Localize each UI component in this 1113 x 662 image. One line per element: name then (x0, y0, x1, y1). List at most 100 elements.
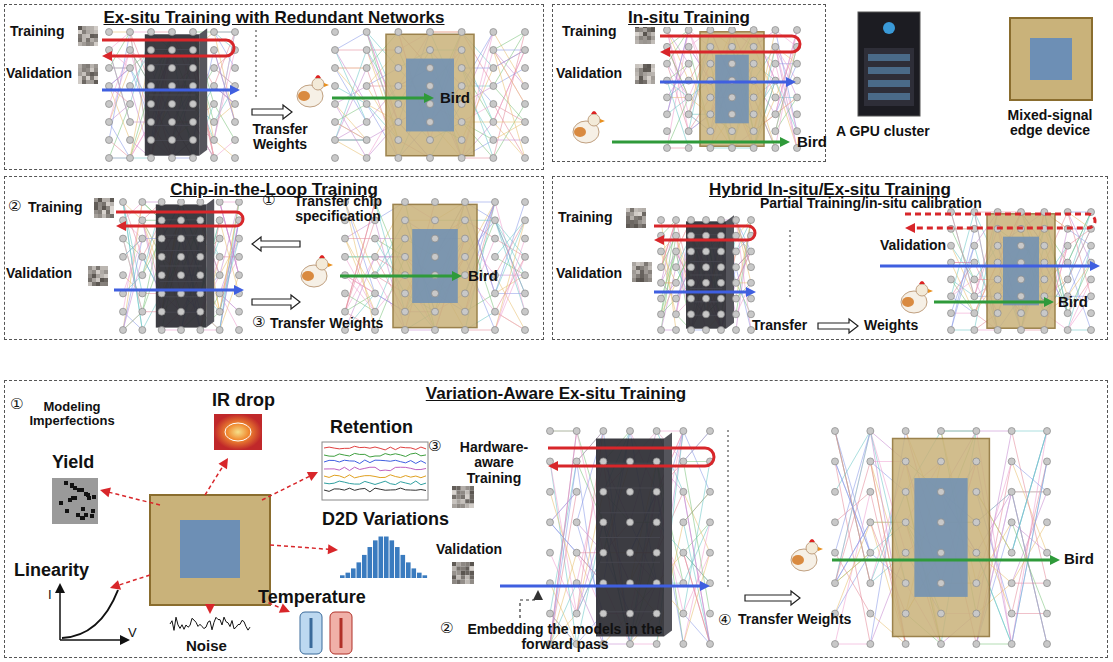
divider (256, 30, 257, 100)
bar (340, 575, 345, 578)
pixel (86, 72, 90, 76)
arrowhead (102, 51, 112, 61)
synapse-line (550, 431, 577, 644)
neuron (402, 327, 409, 334)
neuron (363, 65, 370, 72)
neuron (1064, 276, 1071, 283)
pixel (78, 64, 82, 68)
neuron (707, 27, 714, 34)
retention-trace (324, 453, 426, 457)
neuron (718, 311, 725, 318)
synapse-line (430, 32, 462, 33)
synapse-line (109, 50, 130, 68)
pixel (78, 80, 82, 84)
neuron (395, 47, 402, 54)
synapse-line (495, 202, 525, 293)
neuron (707, 145, 714, 152)
synapse-line (495, 202, 525, 312)
image-thumbnail (78, 26, 98, 46)
synapse-line (495, 220, 525, 311)
arrowhead (1090, 261, 1100, 271)
synapse-line (657, 431, 684, 432)
neuron (794, 111, 801, 118)
pixel (644, 270, 648, 274)
arrow (205, 604, 215, 614)
pixel (638, 208, 642, 212)
neuron (522, 137, 529, 144)
neuron (462, 199, 469, 206)
synapse-line (123, 202, 142, 293)
pixel (651, 32, 655, 36)
pixel (470, 490, 474, 494)
pixel (86, 68, 90, 72)
pixel (461, 575, 465, 579)
synapse-line (335, 140, 367, 141)
neuron (148, 119, 155, 126)
synapse-line (493, 32, 525, 50)
neuron (427, 119, 434, 126)
pixel (82, 42, 86, 46)
loop-line (905, 214, 1095, 228)
bar (406, 562, 411, 578)
neuron (236, 308, 243, 315)
neuron (427, 101, 434, 108)
pixel (456, 495, 460, 499)
pixel (456, 575, 460, 579)
neuron (522, 119, 529, 126)
pixel (94, 30, 98, 34)
chip-die (715, 55, 749, 124)
synapse-line (123, 239, 142, 330)
neuron (158, 235, 165, 242)
synapse-line (1068, 229, 1091, 280)
pixel (92, 270, 96, 274)
bar (373, 540, 378, 578)
pixel (470, 486, 474, 490)
pixel (642, 224, 646, 228)
synapse-line (493, 50, 525, 104)
synapse-line (550, 522, 577, 552)
chip-die (1003, 237, 1039, 306)
synapse-line (775, 64, 797, 148)
pixel (106, 198, 110, 202)
pixel (465, 495, 469, 499)
pixel (98, 198, 102, 202)
training-loop (102, 40, 234, 61)
training-loop (654, 226, 755, 245)
arrowhead (100, 488, 111, 498)
pixel (639, 72, 643, 76)
image-thumbnail (78, 64, 98, 84)
neuron (197, 272, 204, 279)
pixel (102, 202, 106, 206)
pixel (94, 64, 98, 68)
pixel (465, 499, 469, 503)
synapse-line (493, 50, 525, 122)
neuron (190, 83, 197, 90)
neuron (363, 29, 370, 36)
pixel (104, 278, 108, 282)
neuron (680, 641, 687, 648)
neuron (794, 60, 801, 67)
neuron (1041, 242, 1048, 249)
pixel (651, 72, 655, 76)
neuron (342, 235, 349, 242)
gpu-slot (149, 110, 195, 111)
synapse-line (495, 257, 525, 275)
arrow (205, 458, 228, 495)
pixel (626, 216, 630, 220)
wing (902, 297, 914, 307)
pixel (643, 80, 647, 84)
loop-line (654, 226, 755, 240)
neuron (148, 137, 155, 144)
neuron (342, 253, 349, 260)
synapse-line (335, 50, 367, 104)
neuron (332, 155, 339, 162)
pixel (86, 76, 90, 80)
neuron (211, 65, 218, 72)
neuron (372, 290, 379, 297)
neuron (106, 155, 113, 162)
thermometers (300, 612, 352, 654)
neuron (1064, 310, 1071, 317)
beak (324, 83, 329, 87)
pixel (461, 571, 465, 575)
pixel (86, 64, 90, 68)
